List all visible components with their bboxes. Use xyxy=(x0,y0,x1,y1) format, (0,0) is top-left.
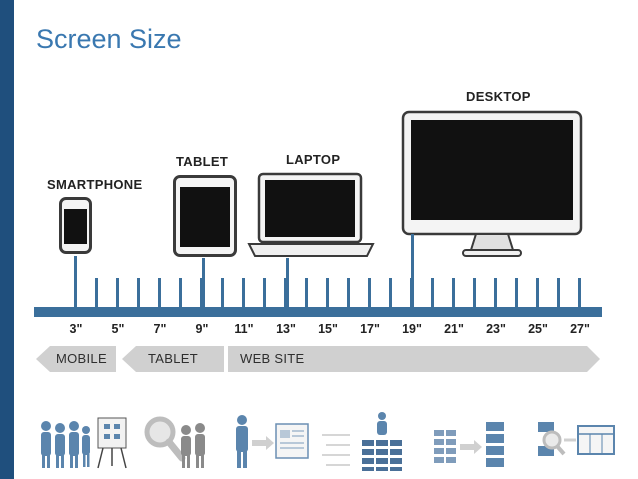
timeline-tick-label: 21" xyxy=(434,322,474,336)
tablet-icon xyxy=(173,175,237,257)
timeline-tick xyxy=(116,278,119,308)
smartphone-icon xyxy=(59,197,92,254)
timeline-tick xyxy=(179,278,182,308)
timeline-tick xyxy=(452,278,455,308)
timeline-tick-label: 11" xyxy=(224,322,264,336)
grid-arrow-icon xyxy=(430,410,520,472)
thumbnail-strip xyxy=(26,410,622,472)
timeline-tick xyxy=(515,278,518,308)
device-label-desktop: DESKTOP xyxy=(466,89,531,104)
timeline-tick-label: 3" xyxy=(56,322,96,336)
laptop-icon xyxy=(247,172,375,262)
category-web-site: WEB SITE xyxy=(228,346,600,372)
grid-magnifier-icon xyxy=(532,410,620,472)
category-tablet: TABLET xyxy=(122,346,224,372)
timeline-tick xyxy=(494,278,497,308)
category-mobile: MOBILE xyxy=(36,346,116,372)
timeline-tick xyxy=(536,278,539,308)
timeline-tick xyxy=(95,278,98,308)
timeline-tick xyxy=(263,278,266,308)
desktop-icon xyxy=(401,110,583,260)
device-label-laptop: LAPTOP xyxy=(286,152,340,167)
timeline-tick xyxy=(431,278,434,308)
person-stack-icon xyxy=(322,410,422,472)
timeline-tick-label: 9" xyxy=(182,322,222,336)
timeline-tick xyxy=(242,278,245,308)
timeline-tick-label: 25" xyxy=(518,322,558,336)
timeline-tick xyxy=(578,278,581,308)
timeline-tick xyxy=(74,278,77,308)
slide-accent-bar xyxy=(0,0,14,479)
timeline-tick xyxy=(326,278,329,308)
device-label-tablet: TABLET xyxy=(176,154,228,169)
slide-title: Screen Size xyxy=(36,24,182,55)
timeline-tick-label: 5" xyxy=(98,322,138,336)
timeline-tick xyxy=(389,278,392,308)
timeline-tick-label: 19" xyxy=(392,322,432,336)
timeline-tick-label: 17" xyxy=(350,322,390,336)
timeline-tick-label: 23" xyxy=(476,322,516,336)
timeline-tick-label: 15" xyxy=(308,322,348,336)
timeline-tick xyxy=(557,278,560,308)
magnifier-people-icon xyxy=(136,410,216,472)
timeline-tick xyxy=(410,278,413,308)
timeline-tick xyxy=(347,278,350,308)
timeline-tick-label: 27" xyxy=(560,322,600,336)
timeline-tick xyxy=(473,278,476,308)
timeline-tick xyxy=(221,278,224,308)
device-label-smartphone: SMARTPHONE xyxy=(47,177,142,192)
timeline-tick-label: 13" xyxy=(266,322,306,336)
screen-size-timeline xyxy=(34,307,602,317)
timeline-tick-label: 7" xyxy=(140,322,180,336)
people-presentation-icon xyxy=(36,410,132,472)
person-document-icon xyxy=(226,410,316,472)
timeline-tick xyxy=(137,278,140,308)
timeline-tick xyxy=(368,278,371,308)
timeline-tick xyxy=(284,278,287,308)
timeline-tick xyxy=(200,278,203,308)
timeline-tick xyxy=(305,278,308,308)
timeline-tick xyxy=(158,278,161,308)
